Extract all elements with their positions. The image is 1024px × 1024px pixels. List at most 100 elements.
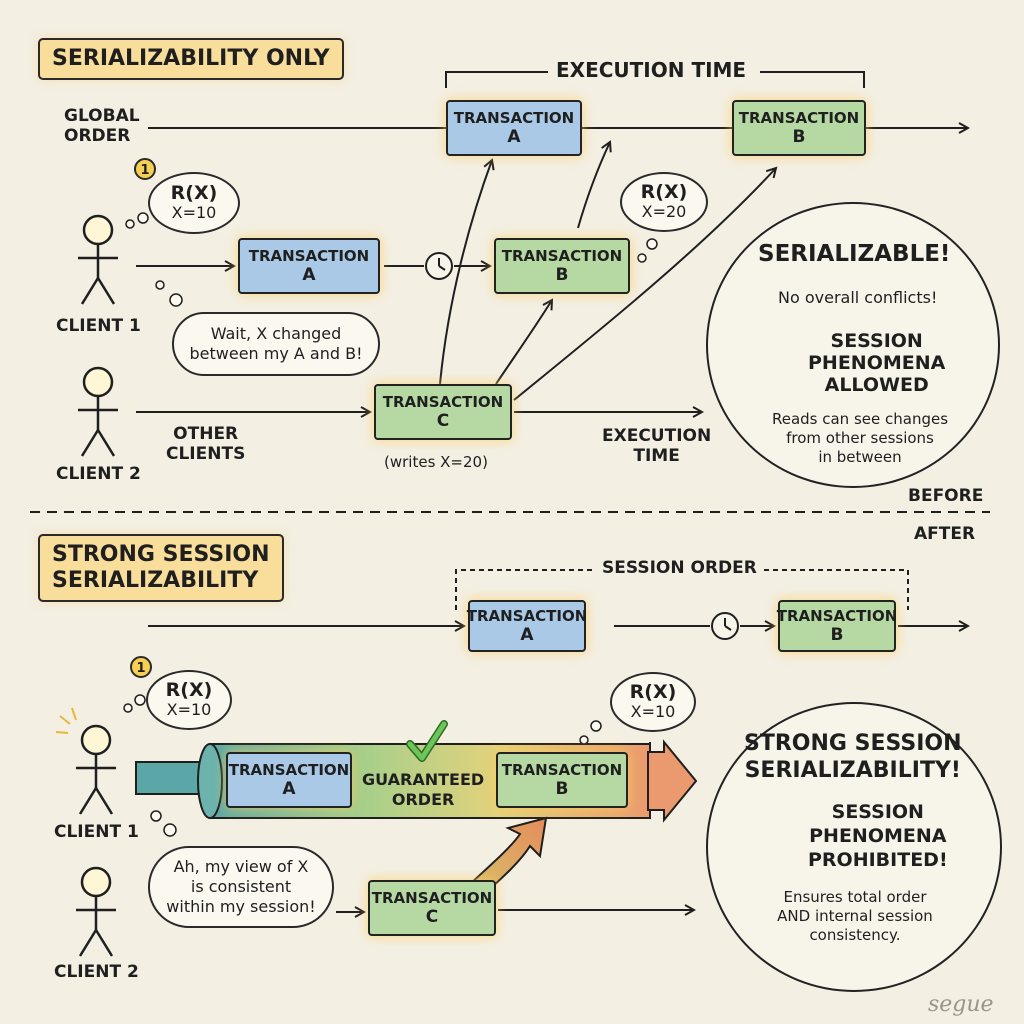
read-value: X=10 [171, 203, 217, 222]
b-to-global-a-arrow [577, 142, 610, 229]
client2-figure-bottom [76, 866, 116, 957]
client2-transaction-c: TRANSACTION C [374, 384, 512, 440]
thought-line: between my A and B! [189, 344, 363, 363]
verdict-ok-line: SESSION [831, 801, 924, 823]
tx-name: C [436, 411, 450, 431]
read-op: R(X) [170, 182, 218, 204]
global-transaction-a: TRANSACTION A [446, 100, 582, 156]
tx-label: TRANSACTION [382, 393, 504, 411]
order-transaction-b: TRANSACTION B [776, 600, 898, 652]
session-order-brace-label: SESSION ORDER [602, 558, 757, 578]
read-bubble-1: R(X) X=10 [148, 172, 240, 234]
verdict-note-line: Reads can see changes [771, 410, 949, 428]
client2-figure [78, 366, 118, 457]
read-value: X=20 [641, 202, 687, 221]
writes-note: (writes X=20) [384, 453, 488, 471]
read-bubble-2: R(X) X=10 [610, 672, 696, 732]
global-transaction-b: TRANSACTION B [732, 100, 866, 156]
execution-time-brace-label: EXECUTION TIME [556, 58, 747, 82]
step-badge: 1 [134, 158, 156, 180]
verdict-heading: STRONG SESSION SERIALIZABILITY! [744, 730, 962, 784]
read-value: X=10 [630, 702, 676, 721]
verdict-ok-text: SESSION PHENOMENA PROHIBITED! [808, 800, 948, 872]
read-bubble-2: R(X) X=20 [620, 172, 708, 232]
client1-figure [78, 214, 118, 305]
tx-label: TRANSACTION [371, 889, 493, 907]
read-value: X=10 [166, 700, 212, 719]
thought-line: Ah, my view of X [173, 857, 309, 876]
tx-label: TRANSACTION [501, 247, 623, 265]
other-clients-label: OTHER CLIENTS [166, 424, 245, 464]
global-order-label-line2: ORDER [64, 126, 131, 146]
after-label: AFTER [914, 524, 976, 544]
verdict-circle-strong [706, 702, 1002, 992]
verdict-note-line: AND internal session [777, 907, 933, 925]
before-label: BEFORE [908, 486, 984, 506]
tx-name: B [555, 265, 569, 285]
tx-name: C [425, 907, 439, 927]
c-to-global-b-arrow [513, 168, 776, 401]
tx-label: TRANSACTION [501, 761, 623, 779]
thought-line: Wait, X changed [210, 324, 342, 343]
c-to-global-a-arrow [439, 160, 492, 385]
verdict-note: Ensures total order AND internal session… [752, 888, 958, 945]
tx-name: B [792, 127, 806, 147]
read-op: R(X) [165, 679, 213, 701]
read-op: R(X) [629, 681, 677, 703]
client1-transaction-a: TRANSACTION A [238, 238, 380, 294]
other-clients-line: OTHER [173, 424, 239, 444]
c-to-b-arrow [495, 300, 552, 385]
verdict-heading: SERIALIZABLE! [758, 241, 951, 267]
verdict-ok-line: PHENOMENA [809, 825, 947, 847]
thought-bubble-consistent: Ah, my view of X is consistent within my… [148, 846, 334, 928]
read-bubble-1: R(X) X=10 [146, 670, 232, 730]
tx-label: TRANSACTION [466, 607, 588, 625]
execution-time-label: EXECUTION TIME [602, 426, 711, 466]
verdict-heading-line: STRONG SESSION [744, 731, 962, 756]
tx-name: B [555, 779, 569, 799]
tx-label: TRANSACTION [453, 109, 575, 127]
thought-line: within my session! [166, 897, 316, 916]
global-order-label-line1: GLOBAL [64, 106, 140, 126]
tx-label: TRANSACTION [228, 761, 350, 779]
client1-figure-bottom [76, 724, 116, 815]
tx-label: TRANSACTION [248, 247, 370, 265]
guaranteed-line: ORDER [391, 790, 455, 809]
sparkle-icon [55, 707, 77, 734]
signature: segue [928, 992, 994, 1017]
other-clients-line: CLIENTS [166, 444, 246, 464]
c-to-pipe-arrow [468, 816, 548, 898]
execution-time-line: TIME [633, 446, 680, 466]
client1-transaction-b: TRANSACTION B [494, 238, 630, 294]
verdict-circle-serializable [706, 202, 1000, 488]
verdict-bad-line: ALLOWED [824, 374, 929, 396]
global-order-label: GLOBAL ORDER [64, 106, 140, 146]
tx-name: B [830, 625, 844, 645]
tx-label: TRANSACTION [738, 109, 860, 127]
pipe-transaction-b: TRANSACTION B [496, 752, 628, 808]
order-transaction-a: TRANSACTION A [466, 600, 588, 652]
verdict-bad-line: PHENOMENA [808, 352, 946, 374]
tx-name: A [302, 265, 316, 285]
section-title-serializability: SERIALIZABILITY ONLY [38, 38, 344, 80]
tx-name: A [520, 625, 534, 645]
session-order-brace [455, 569, 909, 610]
verdict-heading-line: SERIALIZABILITY! [744, 758, 961, 783]
verdict-bad-text: SESSION PHENOMENA ALLOWED [808, 330, 945, 396]
client1-label: CLIENT 1 [56, 316, 141, 336]
thought-bubble-changed: Wait, X changed between my A and B! [172, 312, 380, 376]
tx-label: TRANSACTION [776, 607, 898, 625]
client2-label: CLIENT 2 [54, 962, 139, 982]
pipe-transaction-a: TRANSACTION A [226, 752, 352, 808]
client2-label: CLIENT 2 [56, 464, 141, 484]
step-badge: 1 [130, 656, 152, 678]
verdict-bad-line: SESSION [830, 330, 923, 352]
verdict-ok-line: PROHIBITED! [808, 849, 948, 871]
verdict-note: Reads can see changes from other session… [760, 410, 960, 467]
read-op: R(X) [640, 181, 688, 203]
verdict-ok-text: No overall conflicts! [778, 288, 938, 307]
clock-icon [425, 252, 453, 280]
verdict-note-line: from other sessions [786, 429, 934, 447]
verdict-note-line: Ensures total order [783, 888, 927, 906]
